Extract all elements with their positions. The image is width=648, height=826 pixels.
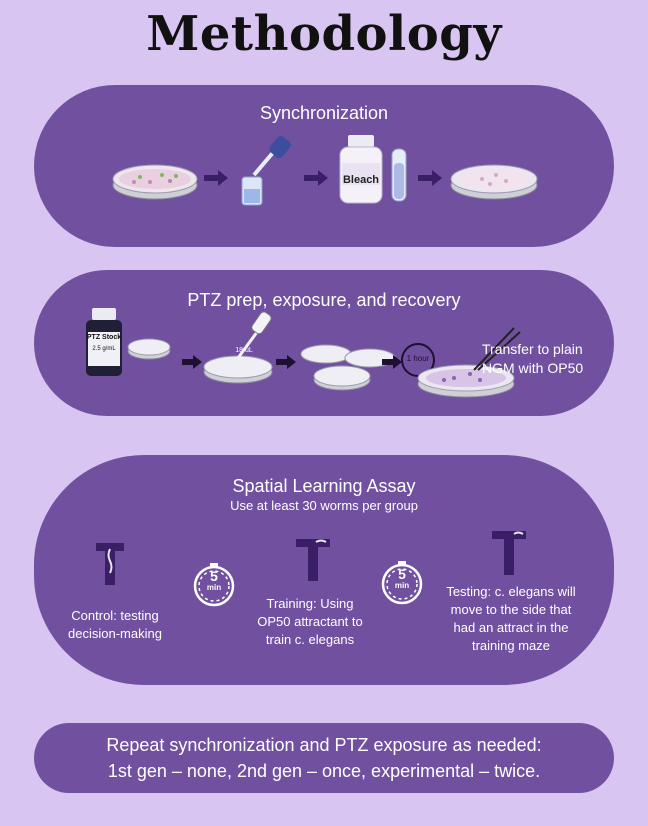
training-line-2: OP50 attractant to xyxy=(257,614,363,629)
timer-unit: min xyxy=(394,581,410,590)
transfer-caption: Transfer to plain NGM with OP50 xyxy=(482,340,608,378)
training-caption: Training: Using OP50 attractant to train… xyxy=(240,595,380,649)
timer-value: 5 xyxy=(398,566,406,582)
pipette-icon xyxy=(203,311,273,384)
assay-subheading: Use at least 30 worms per group xyxy=(230,498,418,513)
page-title: Methodology xyxy=(146,6,502,62)
worm-icon xyxy=(315,539,327,543)
petri-dish-icon xyxy=(112,164,198,200)
arrow-icon xyxy=(182,355,202,369)
transfer-line-2: NGM with OP50 xyxy=(482,360,584,376)
control-line-2: decision-making xyxy=(68,626,162,641)
worm-icon xyxy=(513,531,524,535)
repeat-panel: Repeat synchronization and PTZ exposure … xyxy=(34,723,614,793)
testing-caption: Testing: c. elegans will move to the sid… xyxy=(426,583,596,655)
arrow-icon xyxy=(204,170,228,186)
one-hour-label: 1 hour xyxy=(406,354,430,363)
testing-line-1: Testing: c. elegans will xyxy=(446,584,576,599)
synchronization-panel: Synchronization Bleach xyxy=(34,85,614,247)
t-maze-icon xyxy=(96,543,124,585)
control-caption: Control: testing decision-making xyxy=(50,607,180,643)
pipette-icon xyxy=(241,135,291,206)
arrow-icon xyxy=(382,355,402,369)
synchronization-heading: Synchronization xyxy=(259,103,389,123)
timer-icon xyxy=(381,561,423,605)
transfer-line-1: Transfer to plain xyxy=(482,341,583,357)
ptz-stock-label: PTZ Stock xyxy=(86,334,122,341)
testing-line-2: move to the side that xyxy=(450,602,572,617)
arrow-icon xyxy=(418,170,442,186)
training-line-3: train c. elegans xyxy=(265,632,355,647)
timer-unit: min xyxy=(206,583,222,592)
testing-line-4: training maze xyxy=(471,638,551,653)
ptz-heading: PTZ prep, exposure, and recovery xyxy=(187,290,461,310)
assay-heading: Spatial Learning Assay xyxy=(232,476,416,496)
petri-dish-icon xyxy=(127,338,171,360)
volume-label: 18 uL xyxy=(235,347,253,354)
ptz-panel: PTZ prep, exposure, and recovery PTZ Sto… xyxy=(34,270,614,416)
spatial-learning-panel: Spatial Learning Assay Use at least 30 w… xyxy=(34,455,614,685)
ptz-stock-bottle-icon xyxy=(86,308,122,376)
control-line-1: Control: testing xyxy=(71,608,159,623)
arrow-icon xyxy=(304,170,328,186)
bleach-bottle-icon xyxy=(339,135,407,204)
arrow-icon xyxy=(276,355,296,369)
testing-line-3: had an attract in the xyxy=(453,620,569,635)
repeat-line-1: Repeat synchronization and PTZ exposure … xyxy=(106,735,542,755)
training-line-1: Training: Using xyxy=(266,596,354,611)
tweezers-dish-icon xyxy=(417,327,521,398)
ptz-stock-concentration: 2.5 g/mL xyxy=(92,346,116,352)
timer-icon xyxy=(193,563,235,607)
t-maze-icon xyxy=(492,531,526,575)
t-maze-icon xyxy=(296,539,330,581)
petri-dish-group-icon xyxy=(300,344,396,391)
bleach-label: Bleach xyxy=(342,174,380,186)
petri-dish-icon xyxy=(450,164,538,200)
worm-icon xyxy=(107,548,113,574)
timer-value: 5 xyxy=(210,568,218,584)
repeat-line-2: 1st gen – none, 2nd gen – once, experime… xyxy=(107,761,541,781)
